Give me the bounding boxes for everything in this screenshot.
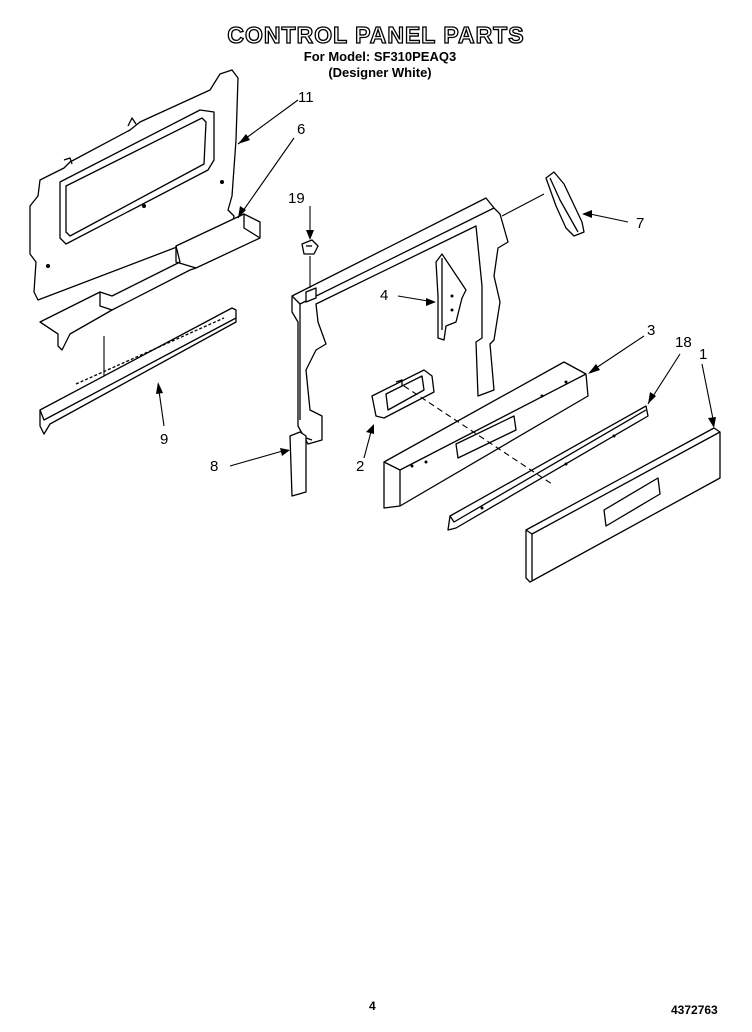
callout-18: 18 [675, 334, 692, 351]
callout-11: 11 [298, 89, 314, 106]
part-6-channel [39, 213, 261, 351]
callout-9: 9 [160, 431, 169, 448]
part-9-vent-grille [39, 307, 237, 435]
callout-3: 3 [647, 322, 656, 339]
callout-1: 1 [699, 346, 708, 363]
callout-2: 2 [356, 458, 365, 475]
part-7-end-cap [545, 171, 585, 237]
part-4-bracket [435, 253, 467, 341]
doc-number: 4372763 [671, 1003, 718, 1017]
callout-6: 6 [297, 121, 306, 138]
page-number: 4 [369, 999, 376, 1013]
part-2-display [371, 369, 435, 419]
color-line: (Designer White) [328, 65, 432, 80]
page-title: CONTROL PANEL PARTS [227, 21, 525, 48]
part-18-trim [447, 405, 649, 531]
callout-8: 8 [210, 458, 219, 475]
part-11-rear-panel [29, 69, 239, 301]
part-3-control-bracket [383, 361, 589, 509]
part-1-front-panel [525, 427, 721, 583]
callout-7: 7 [636, 215, 645, 232]
leader-lines [103, 99, 716, 485]
vent-slots [75, 317, 225, 385]
model-line: For Model: SF310PEAQ3 [303, 49, 457, 64]
callout-4: 4 [380, 287, 389, 304]
part-8-side-frame [289, 197, 509, 497]
callout-19: 19 [288, 190, 305, 207]
part-19-clip [301, 239, 319, 288]
